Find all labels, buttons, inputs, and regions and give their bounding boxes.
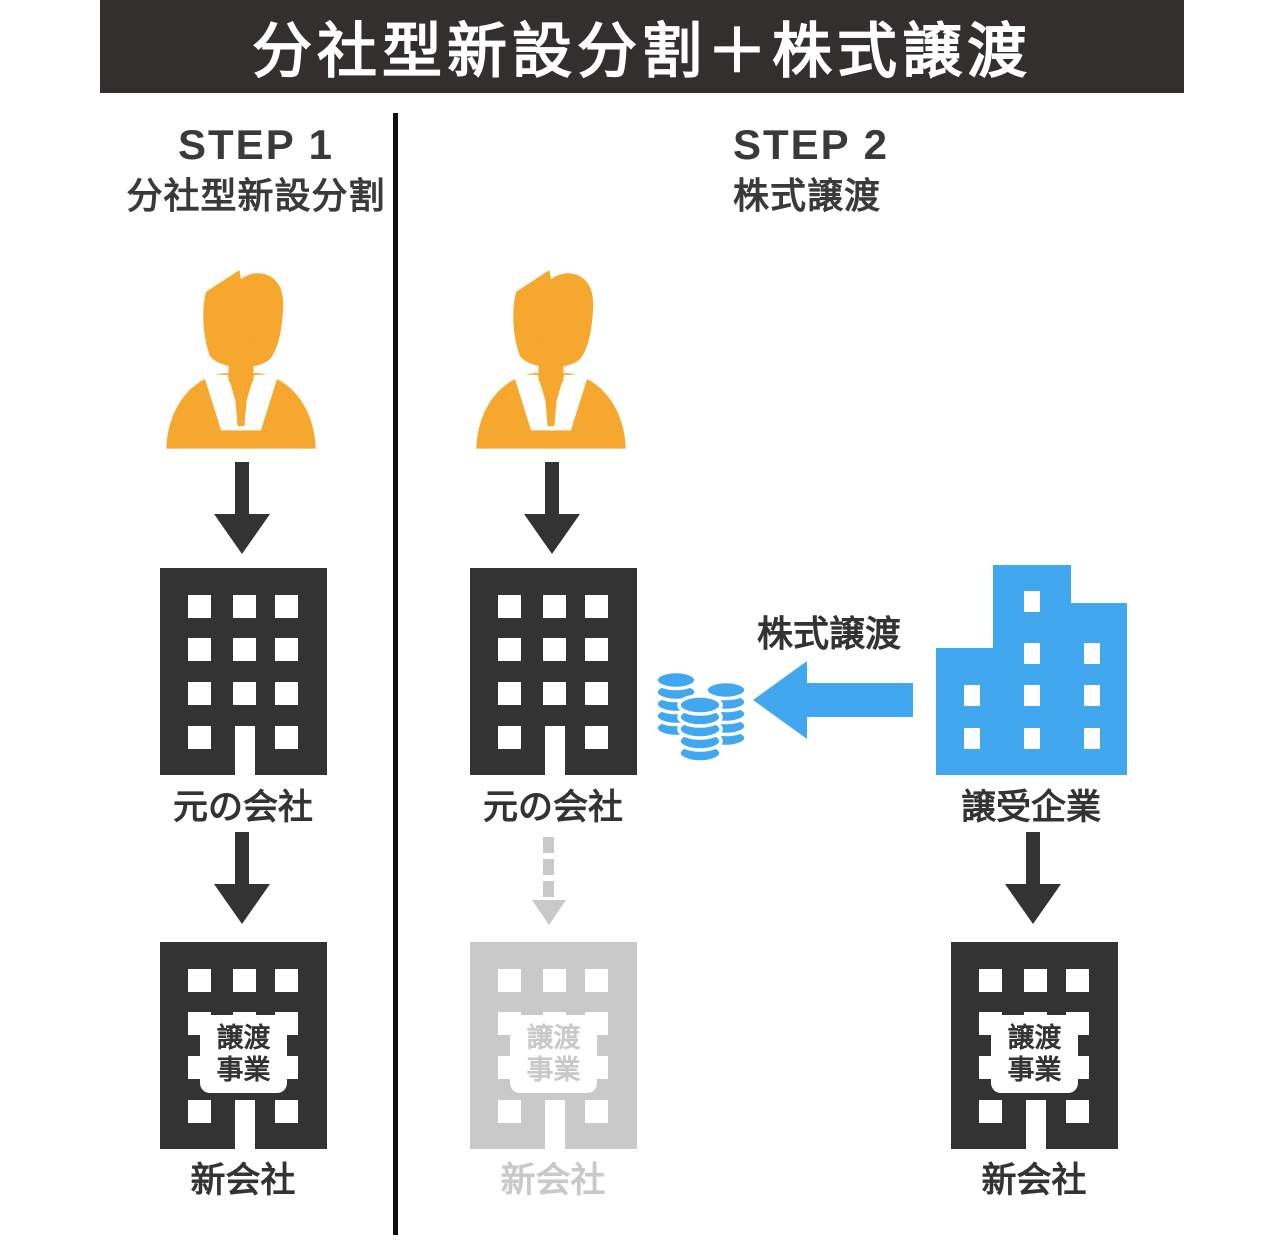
down-arrow-icon: [214, 832, 270, 924]
acquiring-company-building-icon: [936, 565, 1127, 775]
original-company-label: 元の会社: [482, 788, 623, 827]
original-company-label: 元の会社: [172, 788, 313, 827]
stock-transfer-label: 株式譲渡: [757, 613, 902, 654]
transferred-business-badge: 譲渡 事業: [200, 1015, 287, 1093]
transferred-business-line1: 譲渡: [216, 1022, 271, 1053]
acquiring-company-label: 譲受企業: [960, 788, 1101, 827]
step2-header: STEP 2 株式譲渡: [733, 120, 889, 216]
diagram-title: 分社型新設分割＋株式譲渡: [252, 18, 1032, 85]
down-arrow-icon: [214, 462, 270, 554]
new-company-building-ghost-icon: 譲渡 事業: [470, 942, 637, 1149]
original-company-building-icon: [160, 568, 327, 775]
down-arrow-icon: [524, 462, 580, 554]
title-banner: 分社型新設分割＋株式譲渡: [100, 0, 1184, 93]
transferred-business-line1: 譲渡: [1007, 1022, 1062, 1053]
transferred-business-line2: 事業: [216, 1055, 271, 1085]
transferred-business-line1: 譲渡: [526, 1022, 581, 1053]
new-company-building-icon: 譲渡 事業: [951, 942, 1118, 1149]
down-arrow-icon: [1005, 832, 1061, 924]
original-company-building-icon: [470, 568, 637, 775]
dashed-down-arrow-icon: [532, 837, 566, 925]
column-divider: [393, 113, 398, 1235]
step2-label: STEP 2: [733, 121, 889, 168]
businessman-icon: [468, 258, 634, 450]
businessman-icon: [158, 258, 324, 450]
new-company-ghost-label: 新会社: [500, 1161, 606, 1200]
step2-sublabel: 株式譲渡: [733, 175, 882, 216]
transferred-business-line2: 事業: [1007, 1055, 1062, 1085]
new-company-label: 新会社: [190, 1161, 296, 1200]
new-company-label: 新会社: [981, 1161, 1087, 1200]
step1-label: STEP 1: [178, 121, 334, 168]
new-company-building-icon: 譲渡 事業: [160, 942, 327, 1149]
transferred-business-badge: 譲渡 事業: [510, 1015, 597, 1093]
step1-sublabel: 分社型新設分割: [126, 175, 386, 216]
stock-transfer-arrow-icon: [753, 661, 913, 739]
transferred-business-line2: 事業: [526, 1055, 581, 1085]
transferred-business-badge: 譲渡 事業: [991, 1015, 1078, 1093]
step1-header: STEP 1 分社型新設分割: [120, 120, 392, 216]
coins-icon: [654, 664, 749, 769]
